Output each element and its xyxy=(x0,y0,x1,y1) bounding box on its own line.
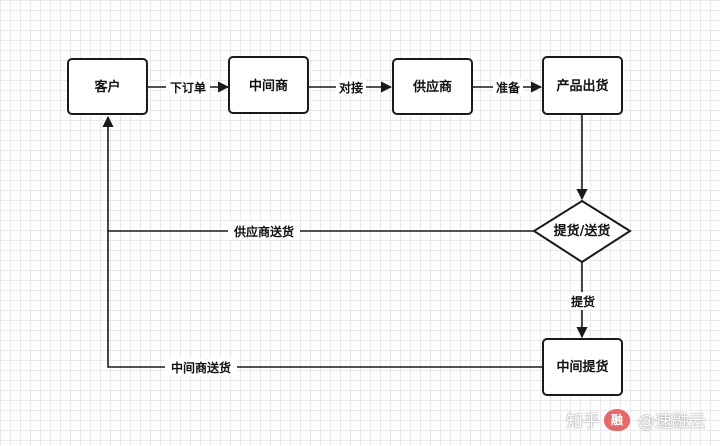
label-bg-middleman-delivery xyxy=(165,358,237,376)
node-pickup-or-delivery-decision: 提货/送货 xyxy=(532,199,632,264)
label-bg-supplier-delivery xyxy=(228,222,300,240)
node-product-shipment-label: 产品出货 xyxy=(556,78,608,94)
label-bg-place-order xyxy=(166,78,210,96)
label-bg-prepare xyxy=(493,78,523,96)
node-supplier: 供应商 xyxy=(392,58,473,115)
label-bg-connect xyxy=(336,78,366,96)
node-middleman-label: 中间商 xyxy=(249,78,288,94)
label-bg-pickup xyxy=(568,292,598,310)
edge-label-prepare: 准备 xyxy=(496,80,521,95)
watermark: 知乎 融 @速融云 xyxy=(566,407,706,432)
watermark-platform: 知乎 xyxy=(566,412,600,432)
edge-label-pickup: 提货 xyxy=(571,294,595,309)
node-middleman: 中间商 xyxy=(228,56,309,114)
node-supplier-label: 供应商 xyxy=(412,79,452,95)
node-customer-label: 客户 xyxy=(94,79,120,95)
edge-label-connect: 对接 xyxy=(339,80,363,95)
node-product-shipment: 产品出货 xyxy=(542,56,623,115)
edge-supplier-delivery-to-customer xyxy=(102,115,534,232)
watermark-author: @速融云 xyxy=(638,412,706,432)
node-pickup-or-delivery-label: 提货/送货 xyxy=(554,223,611,239)
edge-label-place-order: 下订单 xyxy=(170,80,206,95)
edge-label-middleman-delivery: 中间商送货 xyxy=(171,360,231,375)
node-customer: 客户 xyxy=(67,58,148,115)
edge-label-supplier-delivery: 供应商送货 xyxy=(233,224,294,239)
edge-middleman-delivery-to-customer xyxy=(107,231,542,368)
node-middleman-pickup-label: 中间提货 xyxy=(556,359,608,375)
node-middleman-pickup: 中间提货 xyxy=(542,338,623,396)
watermark-logo-icon: 融 xyxy=(604,408,630,431)
